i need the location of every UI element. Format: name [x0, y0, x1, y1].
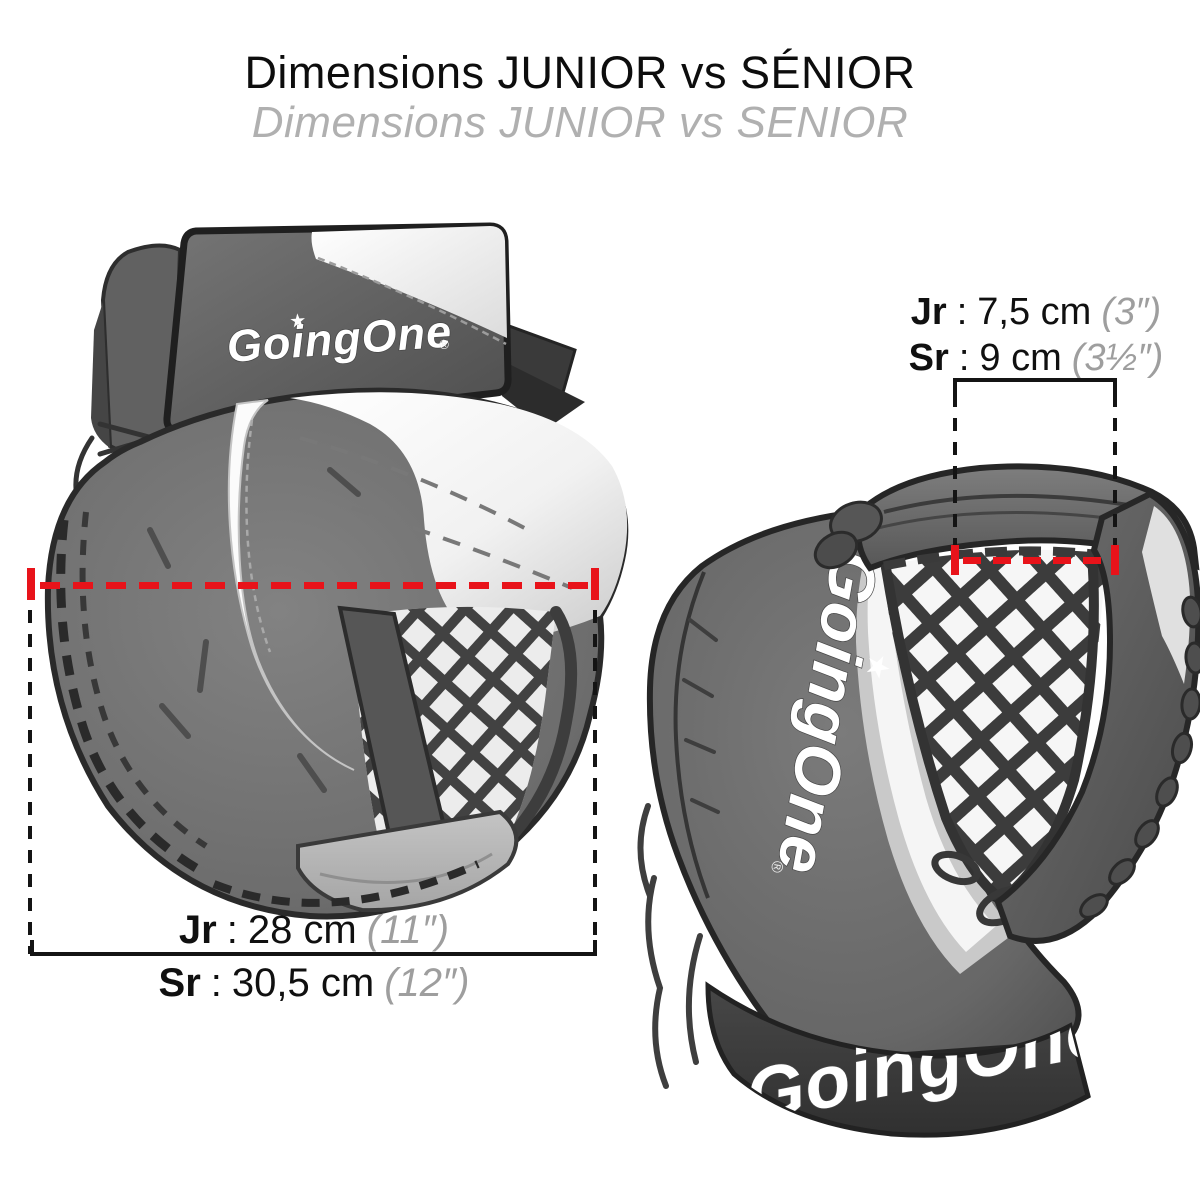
right-glove-side-view: GoingOne ★ ®: [637, 463, 1200, 1138]
left-senior-dimension-label: Sr:30,5 cm(12″): [158, 961, 470, 1005]
right-senior-dimension-label: Sr:9 cm(3½″): [908, 337, 1164, 379]
senior-cm-value: 9 cm: [979, 337, 1062, 379]
right-depth-red-cap-start: [951, 545, 959, 575]
right-body-logo-registered-mark: ®: [767, 859, 786, 874]
right-depth-extension-line-left: [953, 394, 957, 546]
junior-cm-value: 7,5 cm: [977, 291, 1092, 333]
left-glove-palm-wedge: [296, 809, 519, 913]
left-glove-edge-lacing: [56, 519, 199, 872]
junior-cm-value: 28 cm: [247, 908, 357, 952]
right-depth-extension-line-right: [1113, 394, 1117, 546]
senior-cm-value: 30,5 cm: [231, 961, 375, 1005]
left-width-extension-line-right: [593, 610, 597, 954]
junior-inch-value: (3″): [1101, 291, 1162, 333]
page-title: Dimensions JUNIOR vs SÉNIOR: [244, 47, 916, 98]
left-glove-front-view: GoingOne ★ ®: [44, 222, 629, 920]
left-width-red-dashed-line: [40, 582, 588, 589]
left-width-extension-line-left: [28, 610, 32, 954]
right-depth-red-cap-end: [1111, 545, 1119, 575]
left-width-dimension-tick-right: [593, 940, 597, 953]
left-width-dimension-tick-left: [30, 940, 34, 953]
right-depth-dimension-tick-right: [1113, 382, 1117, 394]
senior-inch-value: (12″): [384, 961, 470, 1005]
right-junior-dimension-label: Jr:7,5 cm(3″): [910, 291, 1162, 333]
right-depth-dimension-tick-left: [953, 382, 957, 394]
right-glove-white-stripe: [867, 548, 996, 952]
left-junior-dimension-label: Jr:28 cm(11″): [178, 908, 450, 952]
page-subtitle: Dimensions JUNIOR vs SENIOR: [251, 98, 909, 147]
left-width-red-cap-start: [27, 568, 35, 600]
right-depth-red-dashed-line: [963, 557, 1109, 564]
right-body-logo-star-icon: ★: [859, 651, 896, 683]
left-cuff-logo-star-icon: ★: [289, 310, 307, 332]
senior-label: Sr: [158, 961, 201, 1005]
left-width-dimension-line: [30, 952, 597, 956]
junior-inch-value: (11″): [366, 908, 450, 952]
right-glove-hanging-laces: [637, 803, 703, 1089]
right-depth-dimension-line: [953, 378, 1117, 382]
left-cuff-logo-registered-mark: ®: [439, 337, 450, 353]
junior-label: Jr: [910, 291, 947, 333]
junior-label: Jr: [178, 908, 217, 952]
senior-inch-value: (3½″): [1071, 337, 1164, 379]
left-width-red-cap-end: [591, 568, 599, 600]
right-glove-bottom-band: [705, 981, 1091, 1138]
senior-label: Sr: [908, 337, 949, 379]
